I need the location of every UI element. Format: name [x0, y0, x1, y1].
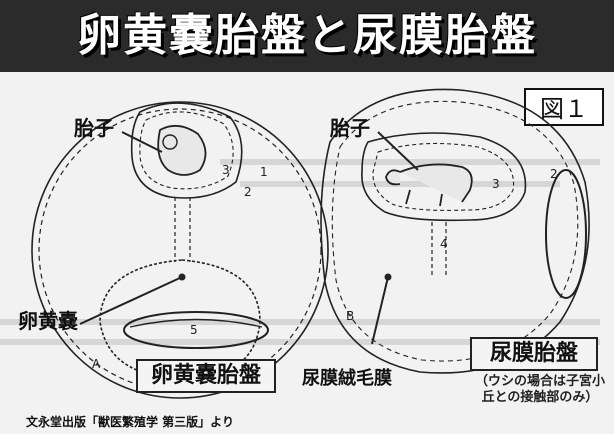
left-outer-membrane [31, 101, 329, 399]
left-amnion [130, 102, 243, 199]
right-outer-dashed [331, 100, 579, 362]
figure-label: 図１ [524, 88, 604, 126]
left-fetus [157, 124, 207, 176]
left-amnion-dashed [139, 111, 234, 190]
cow-note-line1: （ウシの場合は子宮小 [474, 374, 605, 389]
fetus-left-pointer [121, 131, 163, 153]
num-l5: 5 [190, 323, 198, 337]
allantochorion-pointer [371, 276, 389, 345]
yolk-sac-placenta-label: 卵黄嚢胎盤 [136, 359, 276, 393]
left-stalk [174, 197, 191, 262]
yolk-sac-placenta-diagram [31, 101, 329, 399]
background-text-lines [0, 159, 600, 345]
num-r3: 3 [492, 177, 500, 191]
cow-note-line2: 丘との接触部のみ） [481, 390, 599, 405]
num-l3: 3 [222, 163, 230, 177]
title-banner: 卵黄嚢胎盤と尿膜胎盤 [0, 0, 614, 72]
yolk-sac-pointer [79, 276, 183, 325]
allantoic-placenta-label: 尿膜胎盤 [470, 337, 598, 371]
right-stalk [431, 222, 447, 277]
source-credit: 文永堂出版「獣医繁殖学 第三版」より [26, 415, 234, 429]
right-placenta-ellipse [545, 169, 587, 299]
yolk-sac-label: 卵黄嚢 [18, 309, 78, 333]
fetus-left-label: 胎子 [74, 116, 114, 140]
page-title: 卵黄嚢胎盤と尿膜胎盤 [77, 10, 537, 61]
fetus-right-pointer [377, 131, 419, 171]
num-lA: A [92, 357, 101, 371]
num-r4: 4 [440, 237, 448, 251]
allantoic-placenta-diagram [320, 88, 590, 374]
left-outer-dashed [38, 108, 322, 392]
allantochorion-label: 尿膜絨毛膜 [302, 368, 392, 389]
num-l1: 1 [260, 165, 268, 179]
num-l2: 2 [244, 185, 252, 199]
left-placenta-ellipse [123, 311, 269, 349]
right-outer-membrane [320, 88, 590, 374]
fetus-right-label: 胎子 [330, 116, 370, 140]
right-fetus [385, 163, 473, 207]
right-amnion [361, 132, 527, 222]
num-r2: 2 [550, 167, 558, 181]
cow-note: （ウシの場合は子宮小 丘との接触部のみ） [466, 374, 614, 406]
num-rB: B [346, 309, 354, 323]
